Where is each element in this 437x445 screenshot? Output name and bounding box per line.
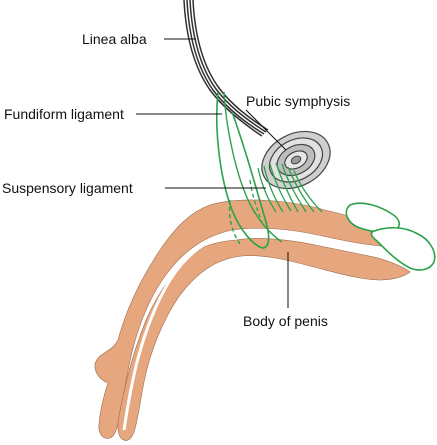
pubic-symphysis: [261, 130, 331, 190]
label-body-of-penis: Body of penis: [243, 313, 328, 329]
label-pubic-symphysis: Pubic symphysis: [246, 93, 350, 109]
label-linea-alba: Linea alba: [82, 31, 147, 47]
label-suspensory-ligament: Suspensory ligament: [2, 180, 133, 196]
suspensory-ligament: [249, 162, 323, 223]
glans-outline: [345, 202, 436, 271]
leader-pubic-symphysis: [245, 109, 287, 151]
label-fundiform-ligament: Fundiform ligament: [4, 106, 124, 122]
fundiform-ligament: [215, 91, 283, 249]
linea-alba: [183, 0, 269, 137]
corpus-lower: [117, 238, 411, 441]
urethra-gap: [122, 232, 231, 431]
